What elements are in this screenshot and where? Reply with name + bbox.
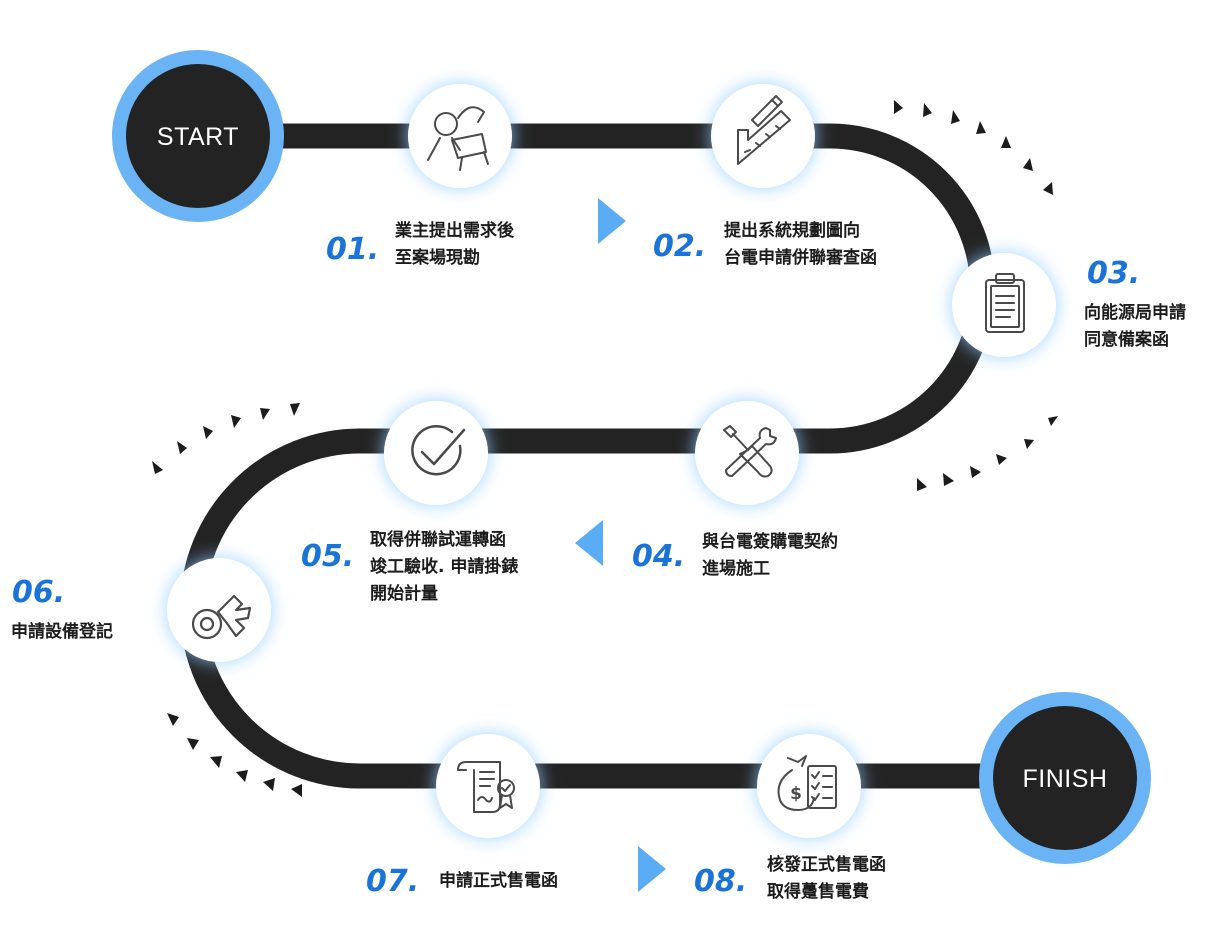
- step-description: 申請正式售電函: [439, 868, 558, 895]
- step-description: 取得併聯試運轉函 竣工驗收. 申請掛錶 開始計量: [370, 527, 518, 608]
- arrow-right-icon: [638, 846, 666, 892]
- step-line: 與台電簽購電契約: [702, 532, 838, 552]
- step-line: 核發正式售電函: [767, 855, 886, 875]
- step-line: 竣工驗收. 申請掛錶: [370, 557, 519, 577]
- step-line: 取得躉售電費: [767, 882, 869, 902]
- step-line: 向能源局申請: [1084, 303, 1186, 323]
- ok-icon: [191, 594, 252, 640]
- step-number: 06.: [12, 575, 66, 610]
- money-checklist-icon: $: [777, 755, 837, 811]
- step-description: 申請設備登記: [11, 619, 113, 646]
- arrow-left-icon: [575, 520, 603, 566]
- certificate-icon: [457, 761, 515, 813]
- finish-label: FINISH: [1023, 765, 1108, 793]
- step-description: 與台電簽購電契約 進場施工: [702, 529, 838, 583]
- step-line: 業主提出需求後: [395, 221, 514, 241]
- step-line: 開始計量: [370, 584, 438, 604]
- clipboard-icon: [985, 273, 1025, 333]
- step-number: 08.: [694, 864, 748, 899]
- ruler-pencil-icon: [737, 95, 791, 165]
- winding-road: [180, 123, 1065, 789]
- step-number: 02.: [653, 229, 707, 264]
- decorative-ticks: [152, 100, 1058, 797]
- step-line: 提出系統規劃圖向: [724, 221, 860, 241]
- step-description: 業主提出需求後 至案場現勘: [395, 218, 514, 272]
- finish-badge: FINISH: [979, 692, 1151, 864]
- step-number: 04.: [632, 539, 686, 574]
- step-line: 至案場現勘: [395, 248, 480, 268]
- step-number: 01.: [326, 232, 380, 267]
- step-number: 03.: [1087, 256, 1141, 291]
- svg-text:$: $: [790, 784, 802, 804]
- step-line: 取得併聯試運轉函: [370, 530, 506, 550]
- step-line: 申請設備登記: [11, 622, 113, 642]
- step-number: 05.: [301, 539, 355, 574]
- start-label: START: [157, 123, 239, 151]
- arrow-right-icon: [598, 198, 626, 244]
- step-description: 向能源局申請 同意備案函: [1084, 300, 1186, 354]
- check-circle-icon: [411, 424, 466, 476]
- step-description: 提出系統規劃圖向 台電申請併聯審查函: [724, 218, 877, 272]
- step-description: 核發正式售電函 取得躉售電費: [767, 852, 886, 906]
- step-line: 台電申請併聯審查函: [724, 248, 877, 268]
- step-line: 進場施工: [702, 559, 770, 579]
- step-line: 申請正式售電函: [439, 871, 558, 891]
- site-survey-icon: [427, 106, 489, 171]
- tools-icon: [723, 425, 777, 478]
- start-badge: START: [112, 50, 284, 222]
- step-number: 07.: [366, 864, 420, 899]
- step-line: 同意備案函: [1084, 330, 1169, 350]
